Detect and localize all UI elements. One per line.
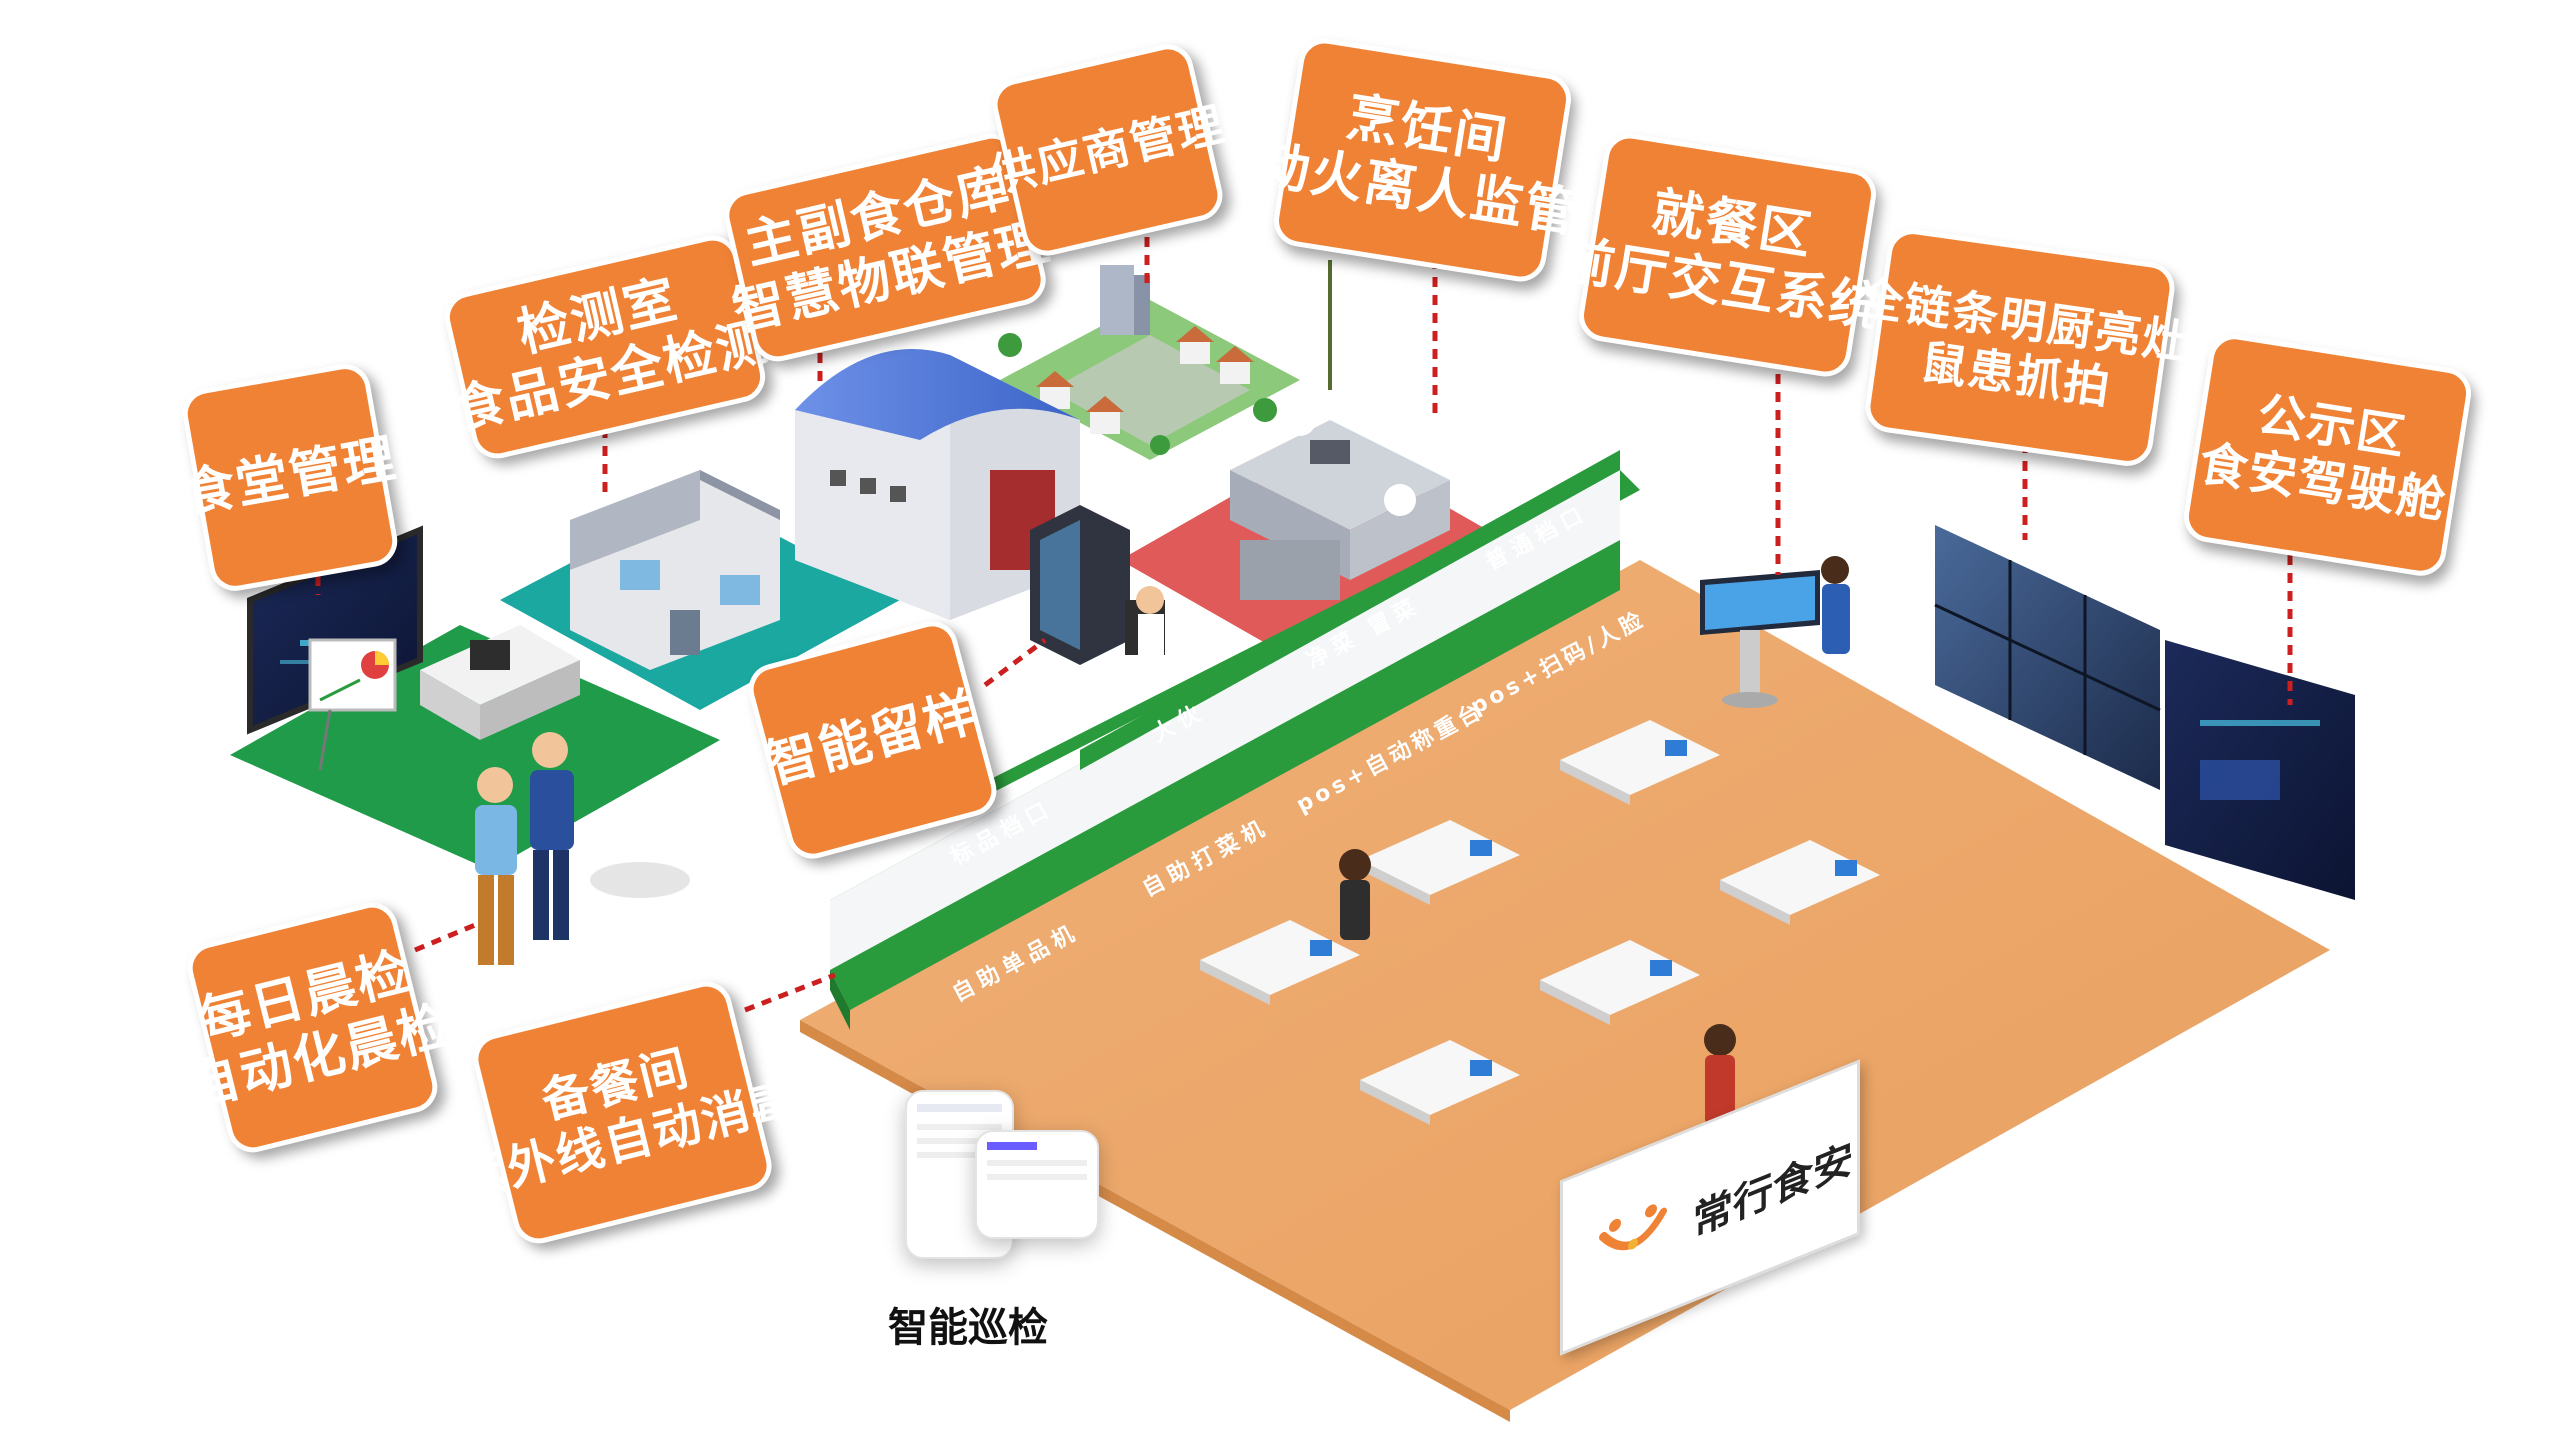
callout-line: 智能留样 [760, 682, 985, 797]
cctv-wall [1934, 525, 2161, 790]
brand-name: 常行食安 [1693, 1135, 1853, 1246]
sample-cabinet [1030, 505, 1165, 674]
callout-public-area: 公示区 食安驾驶舱 [2180, 330, 2475, 580]
callout-line: 供应商管理 [984, 96, 1231, 204]
people-morning-check [475, 732, 690, 965]
warehouse-building [795, 349, 1080, 620]
brand-sign: 常行食安 [1560, 1059, 1860, 1356]
inspection-card-mockup [975, 1130, 1099, 1239]
brand-logo-icon [1593, 1188, 1673, 1290]
cooking-equipment [1230, 260, 1450, 600]
interactive-kiosk [1700, 570, 1820, 708]
city-buildings [998, 265, 1277, 455]
callout-canteen-management: 食堂管理 [178, 360, 402, 595]
canteen-easel [308, 638, 397, 771]
lab-building [570, 470, 780, 670]
callout-cooking: 烹饪间 动火离人监管 [1253, 34, 1583, 286]
diners [1339, 556, 1850, 1125]
callout-dining: 就餐区 前厅交互系统 [1558, 129, 1888, 381]
smart-inspection-label: 智能巡检 [888, 1305, 1048, 1351]
canteen-desk [420, 625, 580, 740]
callout-open-kitchen: 全链条明厨亮灶 鼠患抓拍 [1854, 225, 2194, 470]
cockpit-screen [2165, 640, 2355, 900]
serving-counter [830, 450, 1640, 1030]
callout-line: 食堂管理 [178, 428, 402, 526]
dining-tables [1200, 720, 1880, 1125]
